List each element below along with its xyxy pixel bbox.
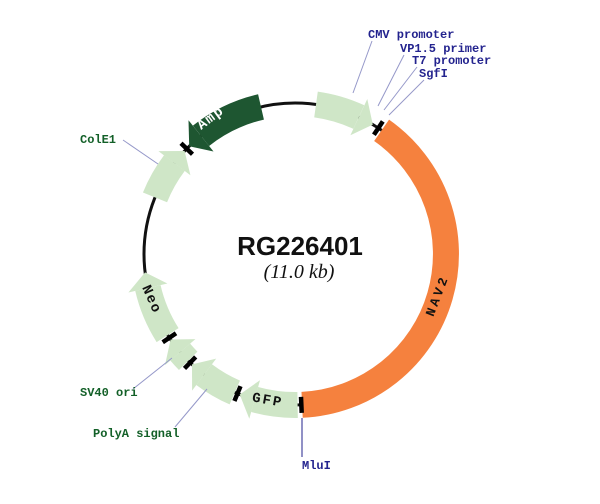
- feature-arrowhead-gfp: [239, 380, 260, 419]
- feature-sv40-ori: [165, 339, 198, 370]
- feature-band-sv40-ori: [170, 343, 198, 370]
- feature-amp: [188, 94, 265, 152]
- feature-neo: [128, 272, 179, 343]
- tick-mark-cole1-amp: [179, 141, 195, 156]
- feature-band-gfp: [251, 386, 298, 418]
- feature-band-cole1: [142, 155, 186, 203]
- feature-arrowhead-sv40-ori: [165, 339, 196, 366]
- pointer-line-sgfi: [388, 79, 425, 116]
- tick-mark-sgfi-site: [372, 120, 385, 137]
- feature-cole1: [142, 151, 191, 203]
- plasmid-size-label: (11.0 kb): [264, 261, 335, 283]
- feature-cmv-promoter: [313, 91, 373, 136]
- feature-arrowhead-neo: [128, 272, 168, 293]
- feature-gfp: [239, 380, 298, 419]
- band-label-gfp: GFP: [251, 390, 285, 411]
- plasmid-title: RG226401: [237, 231, 363, 261]
- label-cole1: ColE1: [80, 133, 116, 147]
- feature-band-cmv-promoter: [313, 91, 365, 130]
- pointer-line-polya-signal: [174, 388, 208, 428]
- pointer-line-cmv-promoter: [352, 40, 373, 94]
- feature-arrowhead-amp: [188, 120, 214, 152]
- label-sv40-ori: SV40 ori: [80, 386, 138, 400]
- feature-arrowhead-cole1: [158, 151, 191, 176]
- pointer-line-sv40-ori: [132, 357, 173, 390]
- feature-arrowhead-cmv-promoter: [350, 99, 373, 136]
- tick-mark-polya-sv40: [182, 355, 198, 370]
- tick-mark-sv40-neo: [161, 331, 178, 345]
- label-vp15-primer: VP1.5 primer: [400, 42, 486, 56]
- label-t7-promoter: T7 promoter: [412, 54, 491, 68]
- pointer-line-cole1: [122, 139, 159, 165]
- feature-band-neo: [135, 284, 179, 343]
- pointer-line-vp15-primer: [377, 54, 405, 107]
- tick-mark-gfp-polya: [232, 385, 243, 402]
- label-mlui: MluI: [302, 459, 331, 473]
- feature-band-polya-signal: [196, 364, 241, 405]
- label-sgfi: SgfI: [419, 67, 448, 81]
- label-polya-signal: PolyA signal: [93, 427, 179, 441]
- pointer-line-t7-promoter: [383, 66, 418, 111]
- feature-nav2: [301, 119, 459, 418]
- tick-mark-mlui-site: [298, 396, 304, 413]
- feature-arrowhead-polya-signal: [192, 358, 217, 391]
- feature-band-nav2: [301, 119, 459, 418]
- feature-band-amp: [192, 94, 265, 147]
- label-cmv-promoter: CMV promoter: [368, 28, 454, 42]
- feature-polya-signal: [192, 358, 241, 405]
